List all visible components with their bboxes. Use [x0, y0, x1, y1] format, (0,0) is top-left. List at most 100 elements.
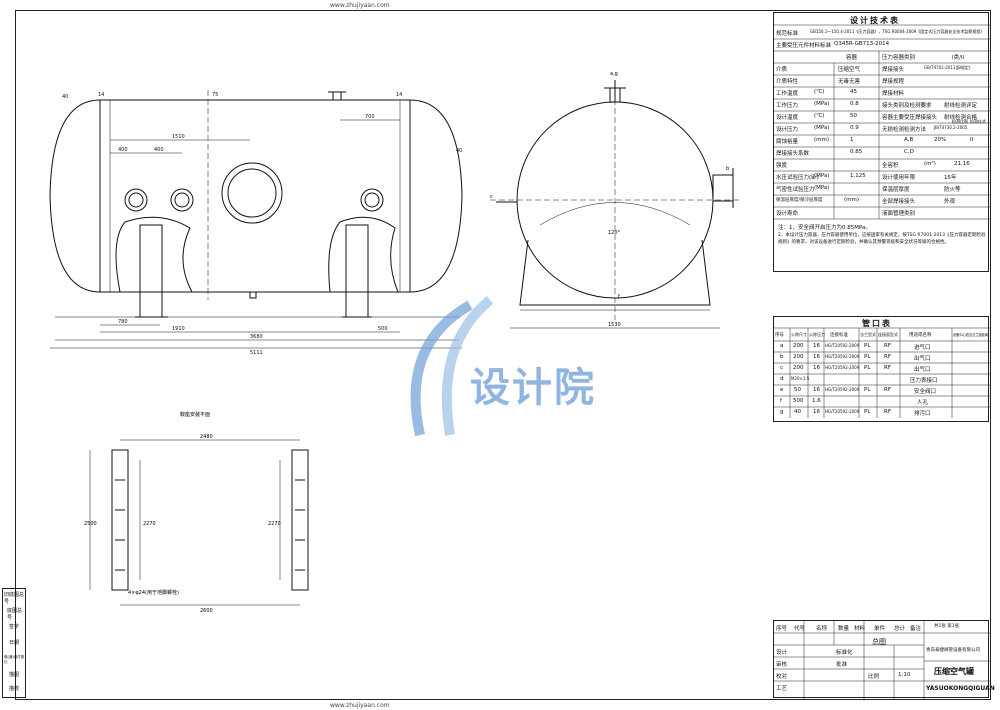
tb-row-0: 设计	[776, 650, 788, 656]
dim-780: 780	[118, 319, 128, 325]
tb-row-5: 批准	[836, 662, 848, 668]
dim-400b: 400	[154, 147, 164, 153]
spec-row-13-unit: (MPa)	[814, 185, 830, 191]
nozzle-d-use: 压力表接口	[910, 378, 938, 384]
tb-h-3: 数量	[838, 626, 850, 632]
spec-row-2-col2: 压力容器类别	[882, 55, 916, 61]
spec-row-9-value: 1	[850, 137, 854, 143]
dim-14b: 14	[396, 92, 402, 98]
spec-row-8-label: 设计压力	[776, 127, 799, 133]
watermark-swirl	[410, 296, 494, 437]
spec-row-6-value: 0.8	[850, 101, 859, 107]
dim-1510: 1510	[172, 134, 185, 140]
site-url-top: www.zhujiyaan.com	[330, 2, 390, 9]
spec-row-8-col6: 检测比例	[952, 119, 968, 124]
nozzle-d-size: M20×1.5	[791, 376, 810, 381]
spec-row-7-value: 50	[850, 113, 857, 119]
nozzle-c-face: RF	[884, 365, 891, 371]
tb-h-2: 名称	[816, 626, 828, 632]
spec-row-9-label: 腐蚀裕量	[776, 139, 799, 145]
spec-row-1-label: 主要受压元件材料标准	[776, 43, 832, 49]
nozzle-c-pn: 16	[813, 365, 820, 371]
dim-400a: 400	[118, 147, 128, 153]
tb-row-3: 工艺	[776, 686, 788, 692]
spec-row-11-col3: 全容积	[882, 163, 899, 169]
spec-row-5-label: 工作温度	[776, 91, 799, 97]
spec-row-13-label: 气密性试验压力	[776, 187, 815, 193]
nozzle-c-flange: PL	[864, 365, 871, 371]
spec-row-5-value: 45	[850, 89, 857, 95]
site-url-bottom: www.zhujiyaan.com	[330, 702, 390, 709]
nozzle-f-use: 人孔	[917, 400, 929, 406]
spec-row-3-value: 压缩空气	[838, 67, 861, 73]
nozzle-e-pn: 16	[813, 387, 820, 393]
spec-row-3-col2: 焊接接头	[882, 67, 905, 73]
spec-row-0-value: GB150.1～150.4-2011《压力容器》，TSG R0004-2009《…	[810, 29, 985, 34]
nozzle-g-id: g	[780, 409, 784, 415]
tb-h-4: 材料	[854, 626, 866, 632]
saddle-plan-title: 鞍座安装平面	[180, 411, 210, 418]
nozzle-e-use: 安全阀口	[914, 389, 937, 395]
side-label-ag: a,g	[610, 71, 618, 77]
spec-row-0-label: 规范标准	[776, 31, 799, 37]
spec-row-4-value: 无毒无害	[838, 79, 861, 85]
tb-h-1: 代号	[794, 626, 806, 632]
spec-row-13-col5: 防火等	[944, 187, 961, 193]
left-strip-4: 借(通)用件登记	[4, 655, 25, 664]
dim-700: 700	[365, 114, 375, 120]
side-label-c: c	[490, 194, 493, 200]
nozzle-h-0: 序号	[775, 333, 784, 338]
tb-h-0: 序号	[776, 626, 788, 632]
spec-note-1: 注：1、安全阀开启压力为0.85MPa。	[778, 225, 871, 231]
spec-row-11-col5: 21.16	[954, 161, 970, 167]
saddle-note: 4×φ24(用于地脚螺栓)	[128, 589, 179, 596]
spec-row-9-col3: A,B	[904, 137, 914, 143]
spec-row-5-unit: (℃)	[814, 89, 825, 95]
spec-row-4-label: 介质特性	[776, 79, 799, 85]
spec-row-3-label: 介质	[776, 67, 788, 73]
spec-row-10-label: 焊接接头系数	[776, 151, 810, 157]
spec-row-7-label: 设计温度	[776, 115, 799, 121]
nozzle-e-id: e	[780, 387, 784, 393]
nozzle-a-face: RF	[884, 343, 891, 349]
spec-row-9-col4: 20%	[934, 137, 947, 143]
nozzle-a-flange: PL	[864, 343, 871, 349]
nozzle-table: 管口表 序号 公称尺寸 公称压力 连接标准 法兰型式 连接面型式 用途或名称 设…	[773, 316, 990, 422]
left-strip-3: 日期	[9, 640, 20, 646]
nozzle-h-2: 公称压力	[809, 332, 825, 337]
spec-row-14-col3: 全部焊接接头	[882, 199, 916, 205]
nozzle-h-4: 法兰型式	[860, 332, 876, 337]
side-angle: 120°	[608, 230, 621, 236]
spec-row-10-value: 0.85	[850, 149, 863, 155]
saddle-dim-2270b: 2270	[268, 521, 281, 527]
dim-40b: 40	[456, 148, 462, 154]
spec-row-11-label: 强度	[776, 163, 788, 169]
spec-row-5-col3: 焊接材料	[882, 91, 905, 97]
spec-row-6-label: 工作压力	[776, 103, 799, 109]
nozzle-b-use: 出气口	[914, 356, 931, 362]
nozzle-g-use: 排污口	[914, 411, 931, 417]
tb-row-2: 校对	[776, 674, 788, 680]
nozzle-h-6: 用途或名称	[909, 333, 932, 338]
saddle-dim-2500: 2500	[84, 521, 97, 527]
left-strip-1: 底图总号	[7, 608, 23, 621]
dim-14a: 14	[98, 92, 104, 98]
dim-75: 75	[212, 92, 218, 98]
spec-row-8-col3: 无损检测	[882, 127, 905, 133]
spec-row-12-label: 水压试验压力(卧)	[776, 175, 819, 181]
tb-row-4: 标准化	[836, 650, 853, 656]
spec-row-10-col3: C,D	[904, 149, 914, 155]
nozzle-f-size: 500	[793, 398, 804, 404]
nozzle-h-7: 设备中心线至法兰面距离	[953, 333, 989, 337]
nozzle-h-1: 公称尺寸	[791, 332, 807, 337]
nozzle-c-use: 出气口	[914, 367, 931, 373]
nozzle-table-title: 管口表	[862, 319, 892, 328]
spec-row-8-col4: 检测方法	[904, 127, 927, 133]
saddle-dim-2270a: 2270	[143, 521, 156, 527]
nozzle-c-size: 200	[793, 365, 804, 371]
nozzle-g-pn: 16	[813, 409, 820, 415]
nozzle-a-pn: 16	[813, 343, 820, 349]
nozzle-g-std: HG/T20592-2009	[825, 409, 860, 414]
front-view: 40 14 14 75 40 1510 400 400 700 780 1910…	[49, 90, 463, 356]
left-strip: 旧底图总号 底图总号 签字 日期 借(通)用件登记 描图 描校	[2, 588, 26, 698]
